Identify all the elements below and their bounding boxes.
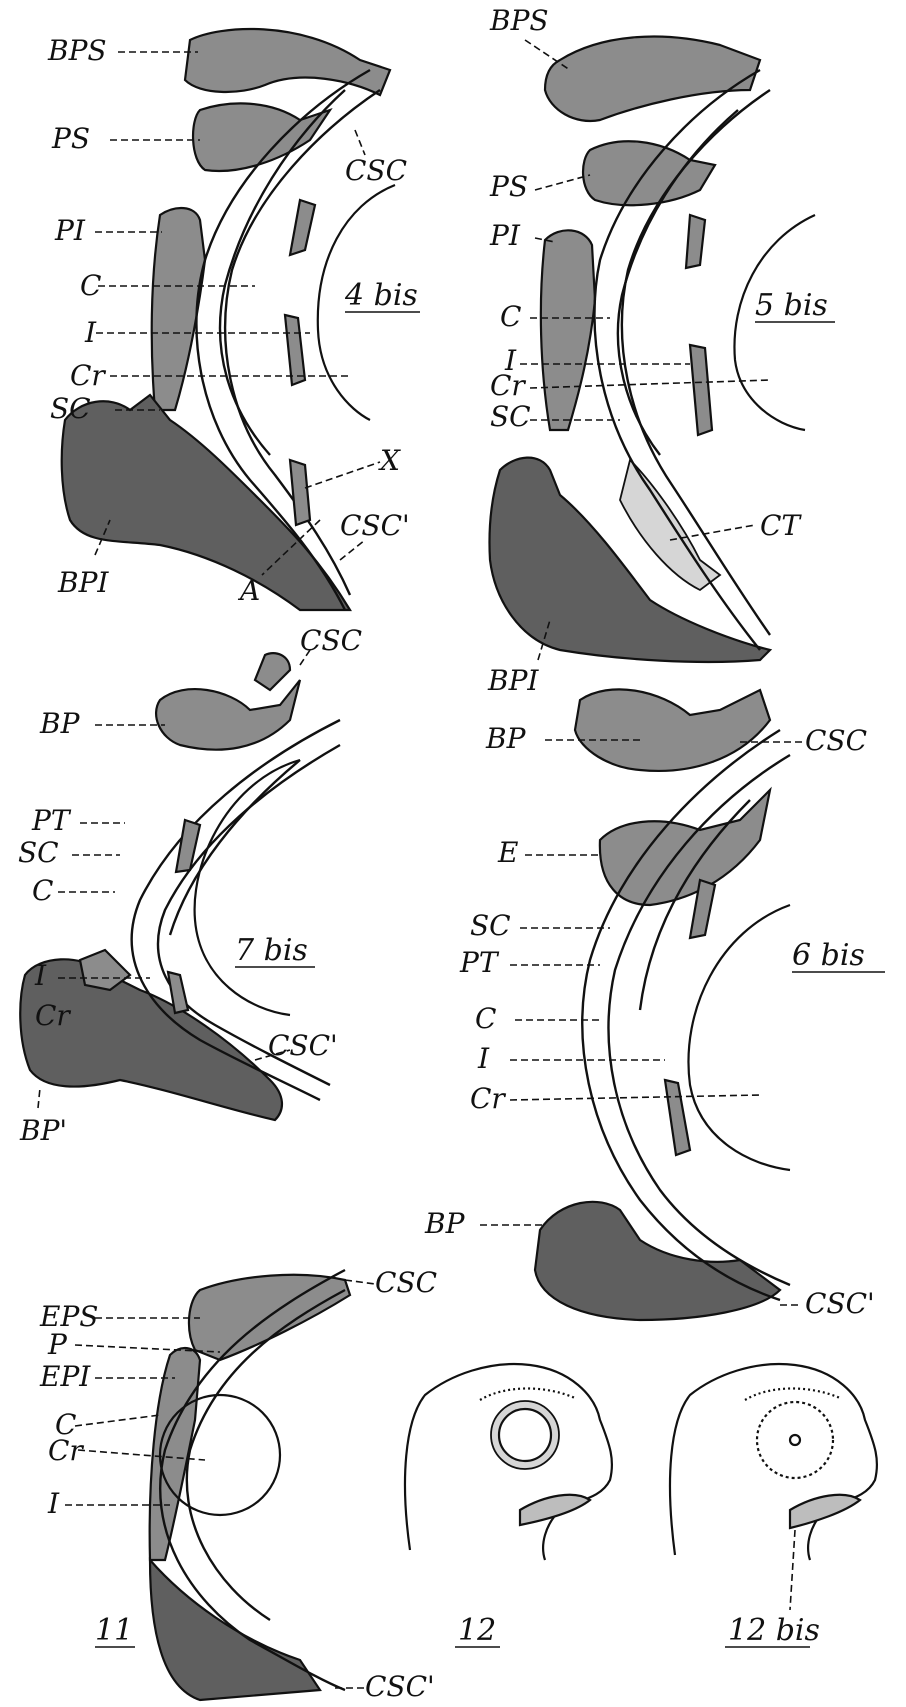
fig6bis-label-csc-prime: CSC' [805, 1287, 875, 1320]
fig12bis-brow-dots [745, 1388, 840, 1400]
fig12bis-number: 12 bis [728, 1613, 820, 1648]
fig5bis-upper-fold [686, 215, 705, 268]
fig12-eye-inner [499, 1409, 551, 1461]
fig5bis-pi-tissue [541, 230, 595, 430]
fig6bis-label-cr: Cr [470, 1082, 506, 1115]
fig11-label-cr: Cr [48, 1434, 84, 1467]
fig6bis-bp-tissue [575, 689, 770, 771]
fig5bis-bps-tissue [545, 37, 760, 121]
fig7bis-label-csc-prime: CSC' [268, 1029, 338, 1062]
fig7bis-eye-arc [195, 760, 300, 1015]
figure-4bis: BPS PS PI C I Cr SC BPI CSC X CSC' A 4 b… [47, 29, 420, 610]
fig11-label-epi: EPI [39, 1360, 91, 1393]
figure-6bis: BP CSC E SC PT C I Cr BP CSC' 6 bis [424, 689, 885, 1320]
fig4bis-label-csc-prime: CSC' [340, 509, 410, 542]
fig12-number: 12 [458, 1613, 496, 1648]
fig12bis-eye-outer [757, 1402, 833, 1478]
fig6bis-i-fold [665, 1080, 690, 1155]
fig6bis-label-sc: SC [470, 909, 511, 942]
fig6bis-label-csc: CSC [805, 724, 867, 757]
fig4bis-x-fold [290, 460, 310, 525]
fig7bis-label-c: C [32, 874, 53, 907]
fig6bis-label-bp: BP [485, 722, 527, 755]
fig12bis-eye-pupil [790, 1435, 800, 1445]
fig5bis-label-sc: SC [490, 400, 531, 433]
fig7bis-label-bp: BP [39, 707, 81, 740]
fig4bis-label-a: A [237, 574, 260, 607]
fig5bis-label-c: C [500, 300, 521, 333]
fig4bis-label-x: X [378, 444, 401, 477]
fig12-brow-dots [480, 1388, 575, 1400]
fig4bis-bps-tissue [185, 29, 390, 95]
fig4bis-lower-fold [285, 315, 305, 385]
fig4bis-iris-fold [290, 200, 315, 255]
fig7bis-upper-fold [176, 820, 200, 872]
fig7bis-bp-tissue [156, 680, 300, 750]
fig6bis-eye-arc [688, 905, 790, 1170]
figure-7bis: BP CSC PT SC C I Cr CSC' BP' 7 bis [18, 624, 362, 1147]
fig5bis-label-cr: Cr [490, 369, 526, 402]
fig12-mouth [520, 1495, 590, 1525]
fig11-label-i: I [47, 1487, 60, 1520]
fig5bis-label-pi: PI [489, 219, 521, 252]
fig4bis-label-bps: BPS [47, 34, 107, 67]
fig4bis-label-bpi: BPI [57, 566, 109, 599]
fig4bis-label-pi: PI [54, 214, 86, 247]
fig5bis-label-bps: BPS [489, 4, 549, 37]
fig7bis-bp-fold [255, 653, 290, 690]
fig7bis-label-pt: PT [31, 804, 72, 837]
fig6bis-number: 6 bis [792, 938, 865, 973]
fig6bis-label-c: C [475, 1002, 496, 1035]
fig5bis-number: 5 bis [755, 288, 828, 323]
fig12bis-mouth [790, 1495, 860, 1528]
fig6bis-label-e: E [497, 836, 518, 869]
figure-5bis: BPS PS PI C I Cr SC BPI CT 5 bis [487, 4, 835, 697]
fig7bis-label-cr: Cr [35, 999, 71, 1032]
fig7bis-label-csc: CSC [300, 624, 362, 657]
fig5bis-label-ct: CT [760, 509, 802, 542]
fig4bis-label-cr: Cr [70, 359, 106, 392]
figure-11: CSC EPS P EPI C Cr I CSC' 11 [39, 1266, 437, 1703]
fig7bis-number: 7 bis [235, 933, 308, 968]
fig5bis-label-ps: PS [489, 170, 528, 203]
fig4bis-label-sc: SC [50, 392, 91, 425]
fig4bis-label-c: C [80, 269, 101, 302]
fig4bis-number: 4 bis [344, 278, 418, 313]
fig11-number: 11 [95, 1613, 133, 1648]
fig7bis-label-bp-prime: BP' [19, 1114, 67, 1147]
fig7bis-label-i: I [34, 959, 47, 992]
figure-12bis: 12 bis [670, 1364, 877, 1648]
fig6bis-label-pt: PT [459, 946, 500, 979]
fig5bis-label-bpi: BPI [487, 664, 539, 697]
fig11-label-csc: CSC [375, 1266, 437, 1299]
fig11-label-csc-prime: CSC' [365, 1670, 435, 1703]
fig5bis-ps-tissue [583, 141, 715, 205]
fig11-epi-tissue [150, 1348, 200, 1560]
fig4bis-label-ps: PS [51, 122, 90, 155]
fig5bis-ct-tissue [620, 460, 720, 590]
fig12bis-head-outline [670, 1364, 877, 1560]
fig6bis-label-i: I [477, 1042, 490, 1075]
fig5bis-i-fold [690, 345, 712, 435]
fig4bis-label-i: I [84, 316, 97, 349]
fig6bis-label-bp-lower: BP [424, 1207, 466, 1240]
figure-12: 12 [405, 1364, 612, 1648]
fig4bis-label-csc: CSC [345, 154, 407, 187]
fig7bis-label-sc: SC [18, 836, 59, 869]
fig11-label-p: P [47, 1328, 68, 1361]
